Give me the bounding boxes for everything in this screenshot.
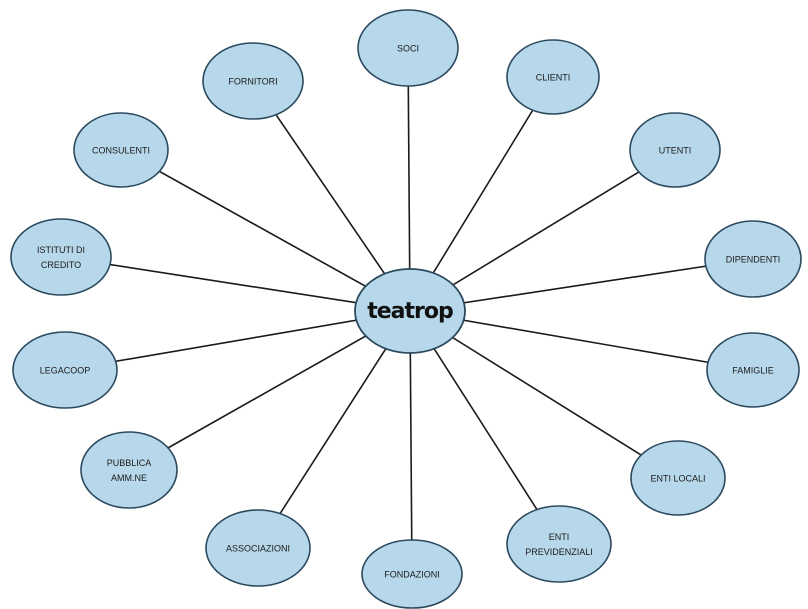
node-fondazioni: FONDAZIONI: [361, 539, 463, 609]
node-label-associazioni: ASSOCIAZIONI: [226, 543, 290, 553]
spoke-enti-previdenziali: [409, 310, 560, 545]
node-ellipse-enti-locali: [630, 440, 726, 516]
node-ellipse-dipendenti: [704, 220, 802, 298]
node-label-fondazioni: FONDAZIONI: [384, 569, 440, 579]
hub-node: teatrop: [354, 268, 466, 354]
node-ellipse-clienti: [506, 39, 600, 115]
node-ellipse-consulenti: [73, 112, 169, 188]
spoke-famiglie: [409, 310, 754, 371]
node-ellipse-fornitori: [202, 42, 304, 120]
node-label-soci: SOCI: [397, 43, 419, 53]
node-ellipse-fondazioni: [361, 539, 463, 609]
node-label-pubblica-ammne-line-1: PUBBLICA: [107, 458, 152, 468]
node-consulenti: CONSULENTI: [73, 112, 169, 188]
node-label-enti-previdenziali-line-2: PREVIDENZIALI: [525, 547, 593, 557]
nodes-group: SOCI CLIENTI UTENTI DIPENDENTI FAMIGLIE ENTI …: [10, 9, 802, 609]
spoke-utenti: [409, 149, 676, 312]
node-ellipse-enti-previdenziali: [506, 505, 612, 583]
spoke-associazioni: [257, 310, 411, 549]
spoke-istituti-di-credito: [60, 256, 411, 312]
node-label-istituti-di-credito-line-1: ISTITUTI DI: [37, 245, 85, 255]
node-label-enti-locali: ENTI LOCALI: [650, 473, 705, 483]
spoke-legacoop: [64, 310, 411, 371]
spoke-consulenti: [120, 149, 411, 312]
node-label-consulenti: CONSULENTI: [92, 145, 150, 155]
node-clienti: CLIENTI: [506, 39, 600, 115]
node-pubblica-ammne: PUBBLICA AMM.NE: [80, 431, 178, 509]
node-soci: SOCI: [357, 9, 459, 87]
node-label-utenti: UTENTI: [659, 145, 692, 155]
node-associazioni: ASSOCIAZIONI: [205, 509, 311, 587]
node-label-istituti-di-credito-line-2: CREDITO: [41, 260, 81, 270]
spoke-clienti: [409, 76, 554, 312]
node-label-famiglie: FAMIGLIE: [732, 365, 774, 375]
node-famiglie: FAMIGLIE: [706, 332, 800, 408]
node-ellipse-associazioni: [205, 509, 311, 587]
node-utenti: UTENTI: [629, 112, 721, 188]
node-ellipse-legacoop: [12, 331, 118, 409]
node-ellipse-utenti: [629, 112, 721, 188]
spoke-dipendenti: [409, 258, 754, 312]
spoke-fornitori: [252, 80, 411, 312]
node-istituti-di-credito: ISTITUTI DI CREDITO: [10, 218, 112, 296]
spoke-pubblica-ammne: [128, 310, 411, 471]
hub-ellipse: [354, 268, 466, 354]
node-ellipse-soci: [357, 9, 459, 87]
node-ellipse-pubblica-ammne: [80, 431, 178, 509]
spoke-fondazioni: [409, 310, 413, 575]
spokes-group: [60, 47, 754, 575]
node-enti-locali: ENTI LOCALI: [630, 440, 726, 516]
node-enti-previdenziali: ENTI PREVIDENZIALI: [506, 505, 612, 583]
hub-label: teatrop: [367, 299, 453, 324]
spoke-enti-locali: [409, 310, 679, 479]
node-label-dipendenti: DIPENDENTI: [726, 254, 781, 264]
node-label-legacoop: LEGACOOP: [40, 365, 91, 375]
node-label-enti-previdenziali-line-1: ENTI: [549, 532, 570, 542]
node-label-pubblica-ammne-line-2: AMM.NE: [111, 473, 147, 483]
node-dipendenti: DIPENDENTI: [704, 220, 802, 298]
spoke-soci: [407, 47, 411, 312]
node-legacoop: LEGACOOP: [12, 331, 118, 409]
node-ellipse-famiglie: [706, 332, 800, 408]
node-label-clienti: CLIENTI: [536, 72, 571, 82]
node-fornitori: FORNITORI: [202, 42, 304, 120]
node-ellipse-istituti-di-credito: [10, 218, 112, 296]
node-label-fornitori: FORNITORI: [228, 76, 277, 86]
